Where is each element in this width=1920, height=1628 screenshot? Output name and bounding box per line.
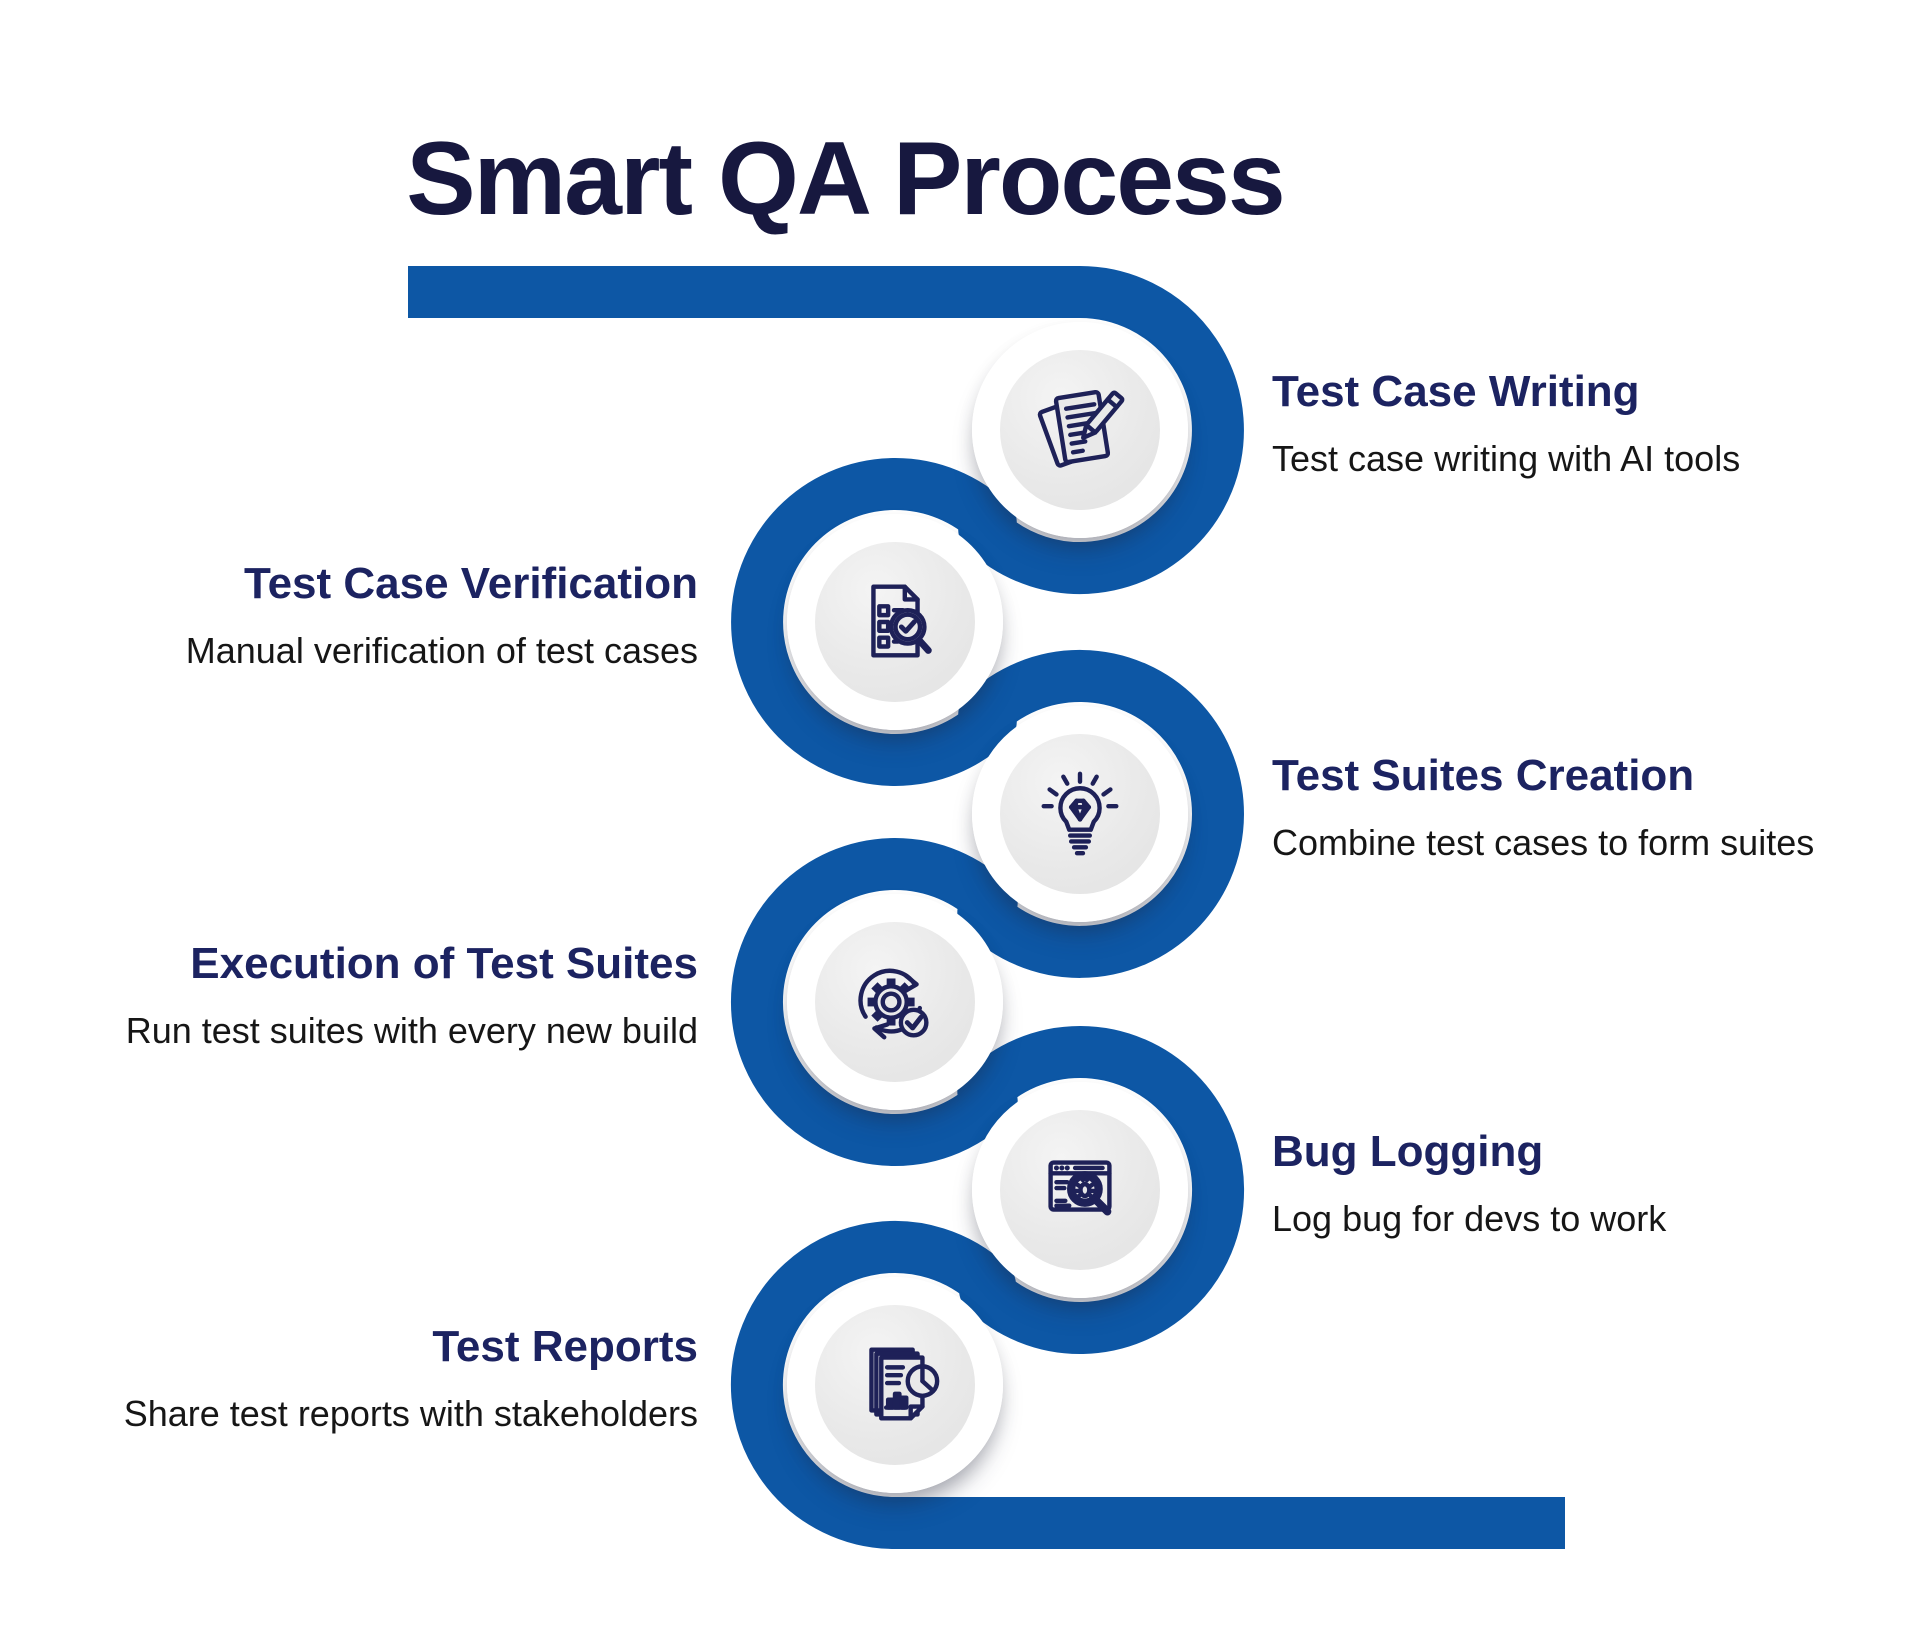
- step-circle-test-case-verification: [787, 514, 1003, 730]
- step-title-execution-of-test-suites: Execution of Test Suites: [190, 939, 698, 988]
- step-title-test-case-writing: Test Case Writing: [1272, 367, 1640, 416]
- step-desc-test-reports: Share test reports with stakeholders: [123, 1393, 698, 1434]
- step-title-test-case-verification: Test Case Verification: [243, 559, 698, 608]
- step-desc-test-suites-creation: Combine test cases to form suites: [1272, 822, 1815, 863]
- step-desc-execution-of-test-suites: Run test suites with every new build: [125, 1010, 698, 1051]
- note-pencil-icon: [1037, 389, 1125, 468]
- step-desc-test-case-writing: Test case writing with AI tools: [1272, 438, 1741, 479]
- process-path-line: [408, 266, 1565, 1549]
- step-circle-bug-logging: [972, 1082, 1188, 1298]
- step-circle-execution-of-test-suites: [787, 894, 1003, 1110]
- step-title-bug-logging: Bug Logging: [1272, 1127, 1544, 1176]
- lightbulb-diamond-icon: [1041, 771, 1119, 856]
- step-circle-test-suites-creation: [972, 706, 1188, 922]
- gear-sync-check-icon: [858, 968, 929, 1040]
- step-circle-test-case-writing: [972, 322, 1188, 538]
- checklist-magnifier-icon: [871, 584, 932, 658]
- report-charts-icon: [869, 1347, 940, 1421]
- step-desc-test-case-verification: Manual verification of test cases: [185, 630, 698, 671]
- page-title: Smart QA Process: [406, 120, 1285, 237]
- step-circle-test-reports: [787, 1277, 1003, 1493]
- step-title-test-reports: Test Reports: [432, 1322, 698, 1371]
- step-title-test-suites-creation: Test Suites Creation: [1272, 751, 1695, 800]
- step-desc-bug-logging: Log bug for devs to work: [1272, 1198, 1667, 1239]
- browser-bug-magnifier-icon: [1048, 1160, 1112, 1216]
